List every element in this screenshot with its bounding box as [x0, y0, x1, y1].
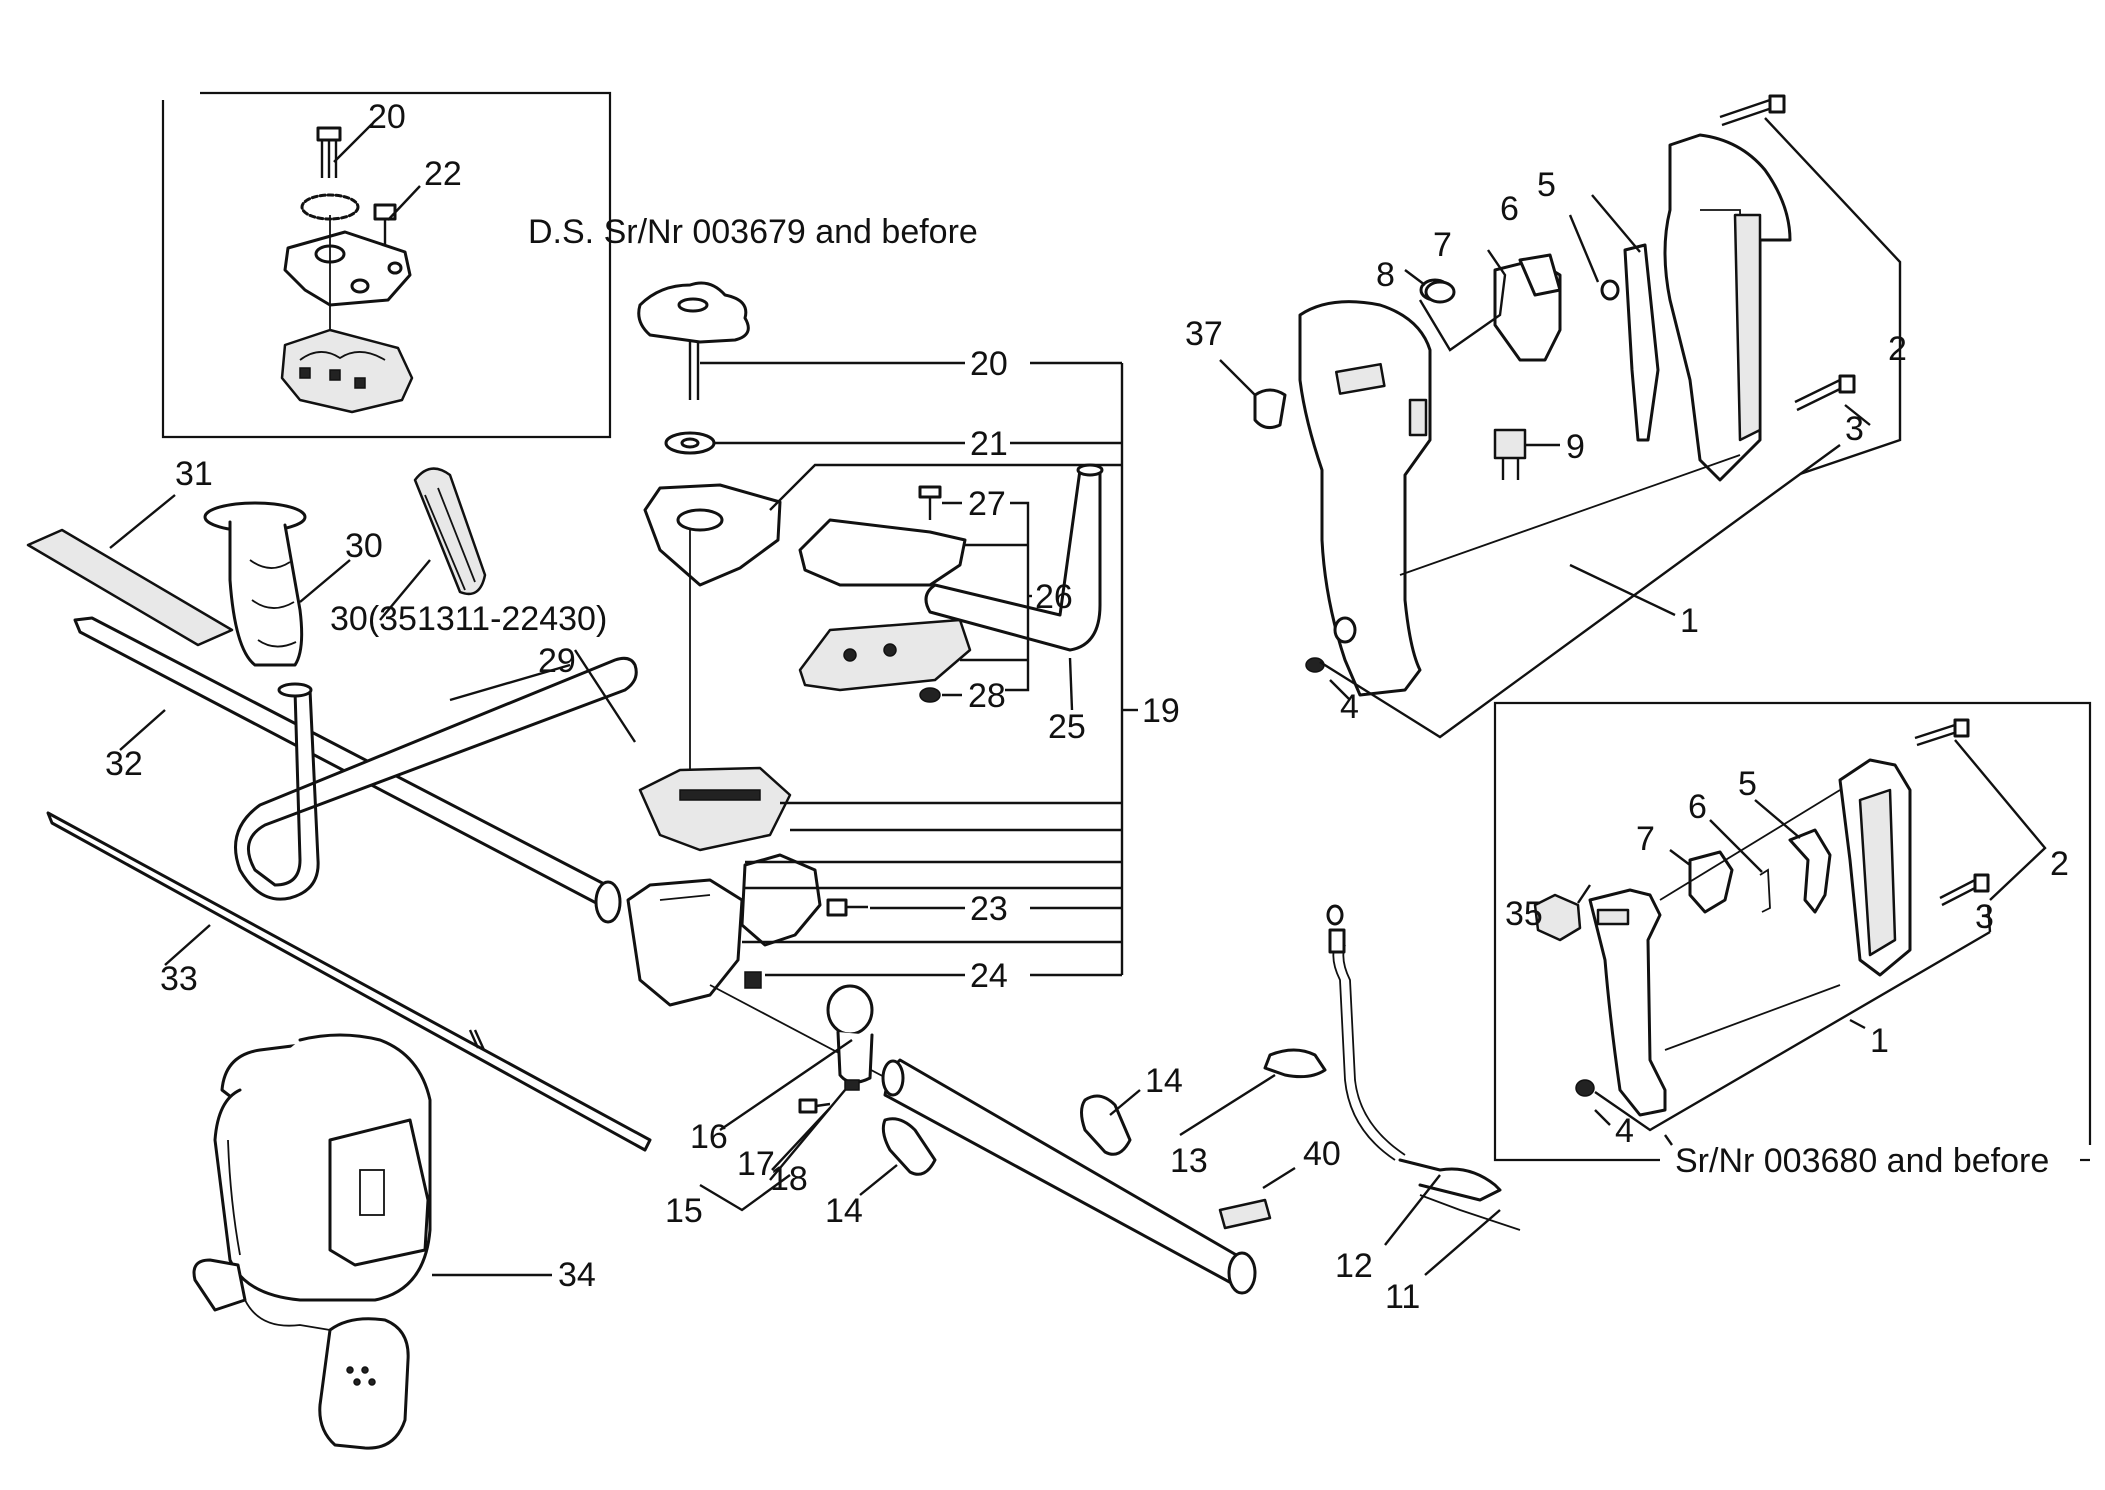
callout-6-inset: 6	[1688, 788, 1707, 826]
callout-5: 5	[1537, 166, 1556, 204]
callout-22: 22	[424, 155, 462, 193]
callout-14-lower: 14	[825, 1192, 863, 1230]
callout-1: 1	[1680, 602, 1699, 640]
callout-7-inset: 7	[1636, 820, 1655, 858]
callout-6: 6	[1500, 190, 1519, 228]
callout-26: 26	[1035, 578, 1073, 616]
callout-37: 37	[1185, 315, 1223, 353]
callout-14-upper: 14	[1145, 1062, 1183, 1100]
callout-34: 34	[558, 1256, 596, 1294]
callout-7: 7	[1433, 226, 1452, 264]
callout-29: 29	[538, 642, 576, 680]
callout-30-alt: 30(351311-22430)	[330, 600, 607, 638]
callout-13: 13	[1170, 1142, 1208, 1180]
callout-19: 19	[1142, 692, 1180, 730]
throttle-handle-main: 37 8 7 6 5 9 2 3 1 4	[1185, 94, 1907, 739]
callout-18: 18	[770, 1160, 808, 1198]
clamp-stack: 25 20 21 27 26 28 19 23 24	[626, 281, 1180, 1007]
callout-35: 35	[1505, 895, 1543, 933]
callout-17: 17	[737, 1145, 775, 1183]
callout-16: 16	[690, 1118, 728, 1156]
callout-32: 32	[105, 745, 143, 783]
callout-9: 9	[1566, 428, 1585, 466]
callout-20-inset: 20	[368, 98, 406, 136]
callout-4: 4	[1340, 688, 1359, 726]
caption-inset-bottom: Sr/Nr 003680 and before	[1675, 1142, 2049, 1180]
lower-shaft: 16 17 18 15 14 14 13 40 12 11	[665, 904, 1521, 1316]
callout-3: 3	[1845, 410, 1864, 448]
callout-11: 11	[1385, 1278, 1420, 1316]
harness: 34	[192, 1033, 596, 1450]
callout-8: 8	[1376, 256, 1395, 294]
callout-31: 31	[175, 455, 213, 493]
callout-23: 23	[970, 890, 1008, 928]
callout-30: 30	[345, 527, 383, 565]
callout-2: 2	[1888, 330, 1907, 368]
callout-20: 20	[970, 345, 1008, 383]
callout-27: 27	[968, 485, 1006, 523]
inset-top-left: 20 22 D.S. Sr/Nr 003679 and before	[161, 91, 978, 439]
callout-2-inset: 2	[2050, 845, 2069, 883]
callout-3-inset: 3	[1975, 898, 1994, 936]
callout-24: 24	[970, 957, 1008, 995]
handle-assembly: 31 30 30(351311-22430) 32 29 33	[26, 455, 652, 1152]
callout-33: 33	[160, 960, 198, 998]
callout-1-inset: 1	[1870, 1022, 1889, 1060]
callout-15: 15	[665, 1192, 703, 1230]
callout-40: 40	[1303, 1135, 1341, 1173]
callout-25: 25	[1048, 708, 1086, 746]
callout-28: 28	[968, 677, 1006, 715]
callout-21: 21	[970, 425, 1008, 463]
inset-bottom-right: 35 7 6 5 2 3 1 4 Sr/Nr 003680 and before	[1493, 701, 2092, 1180]
callout-12: 12	[1335, 1247, 1373, 1285]
callout-4-inset: 4	[1615, 1112, 1634, 1150]
caption-inset-top: D.S. Sr/Nr 003679 and before	[528, 213, 978, 251]
callout-5-inset: 5	[1738, 765, 1757, 803]
